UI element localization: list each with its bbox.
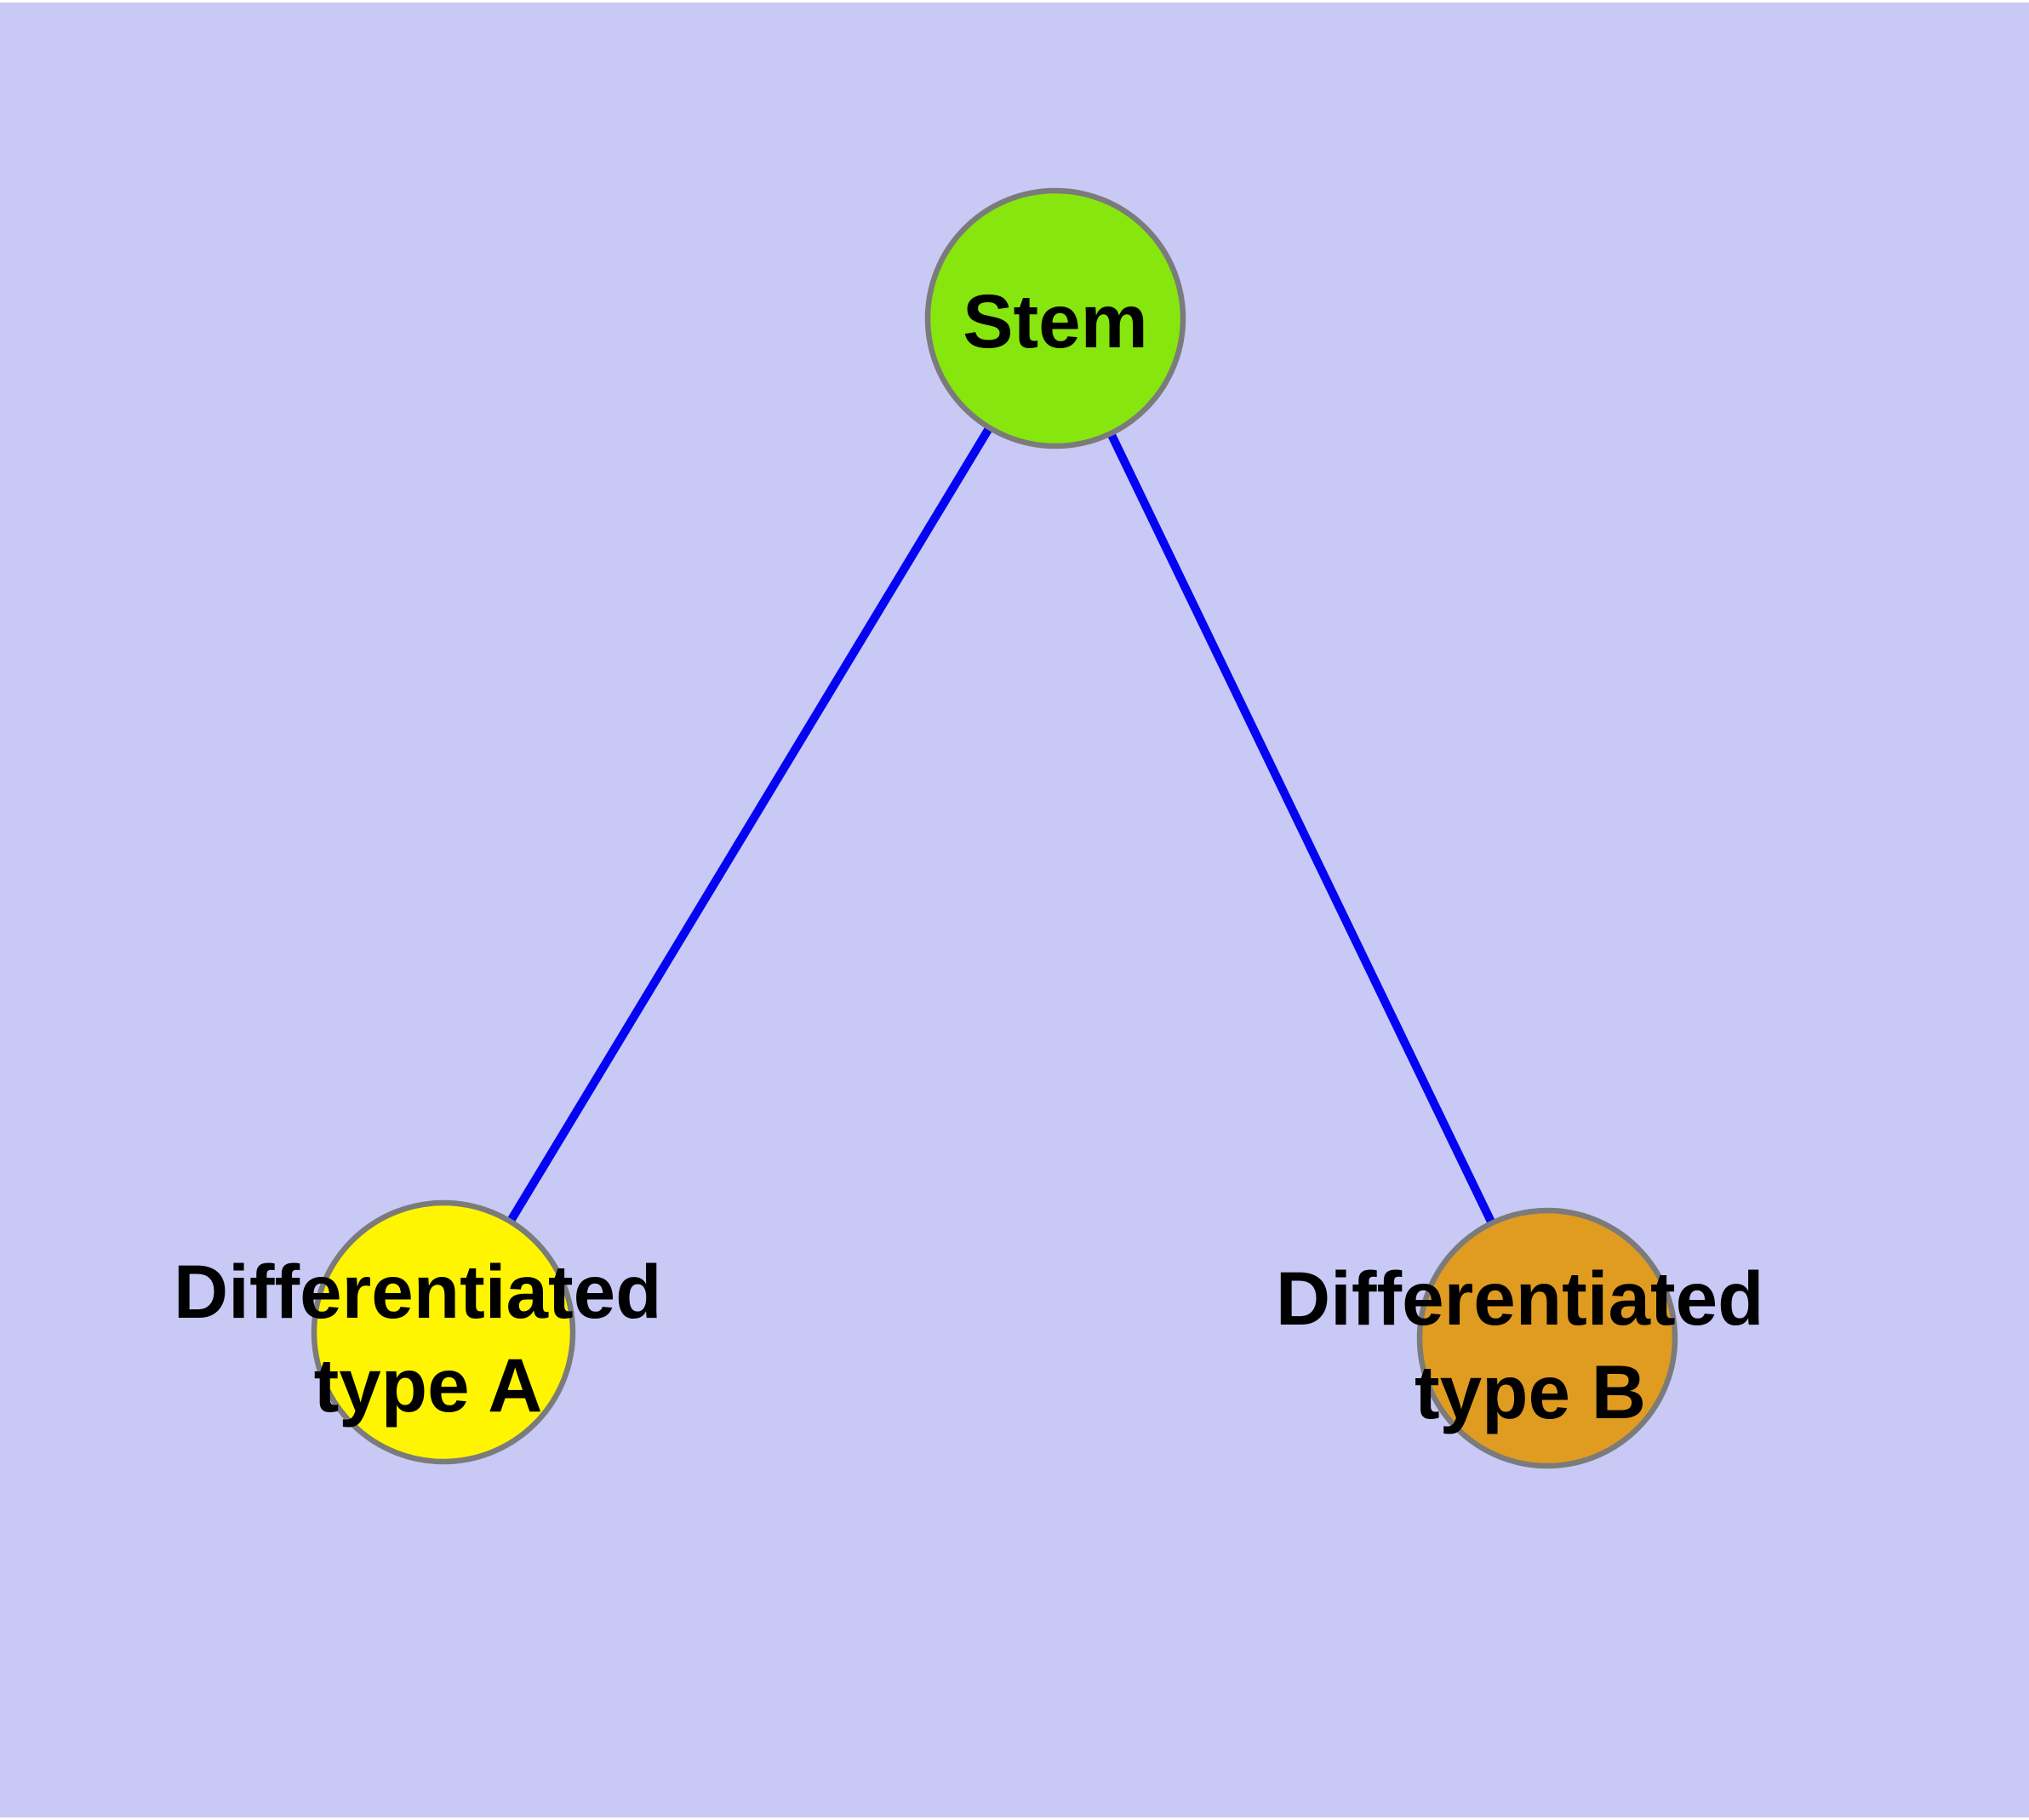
node-stem-label: Stem [963,278,1148,363]
node-stem-circle [924,187,1186,449]
node-differentiated-type-b: Differentiated type B [1276,1207,1785,1469]
node-differentiated-type-a: Differentiated type A [174,1199,683,1465]
edge-stem-to-type-a [439,316,1060,1335]
node-type-a-circle [311,1199,576,1465]
node-type-a-label: Differentiated type A [174,1249,683,1428]
edge-group [439,316,1552,1341]
node-type-a-label-line1: Differentiated [174,1249,662,1334]
node-type-b-label: Differentiated type B [1276,1256,1785,1434]
node-type-b-circle [1416,1207,1678,1469]
edge-stem-to-type-b [1051,316,1552,1341]
node-type-b-label-line2: type B [1415,1349,1646,1434]
node-type-a-label-line2: type A [314,1342,543,1428]
node-stem: Stem [924,187,1186,449]
node-type-b-label-line1: Differentiated [1276,1256,1764,1341]
node-group: Stem Differentiated type A Differentiate… [174,187,1785,1469]
